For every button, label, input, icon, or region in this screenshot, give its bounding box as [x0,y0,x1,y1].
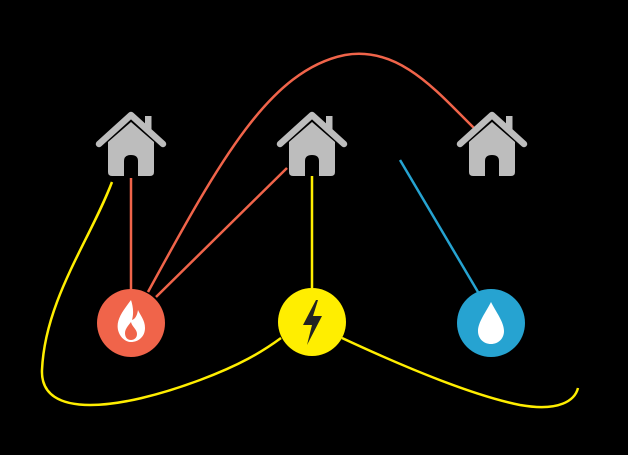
line-electricity-house-3 [341,336,580,409]
house-icon [280,115,344,176]
line-water-house-3 [398,159,480,293]
electricity-utility [278,288,346,356]
water-utility [457,289,525,357]
flame-icon [117,300,145,342]
connections [40,52,580,409]
house-icon [99,115,163,176]
line-electricity-house-1 [40,181,282,407]
line-gas-house-2 [155,167,288,298]
flame-inner-icon [125,322,137,340]
water-drop-icon [478,302,504,344]
gas-utility [97,289,165,357]
line-gas-house-3 [146,52,475,293]
utilities [97,288,525,357]
lightning-bolt-icon [303,300,322,345]
houses [99,115,524,176]
